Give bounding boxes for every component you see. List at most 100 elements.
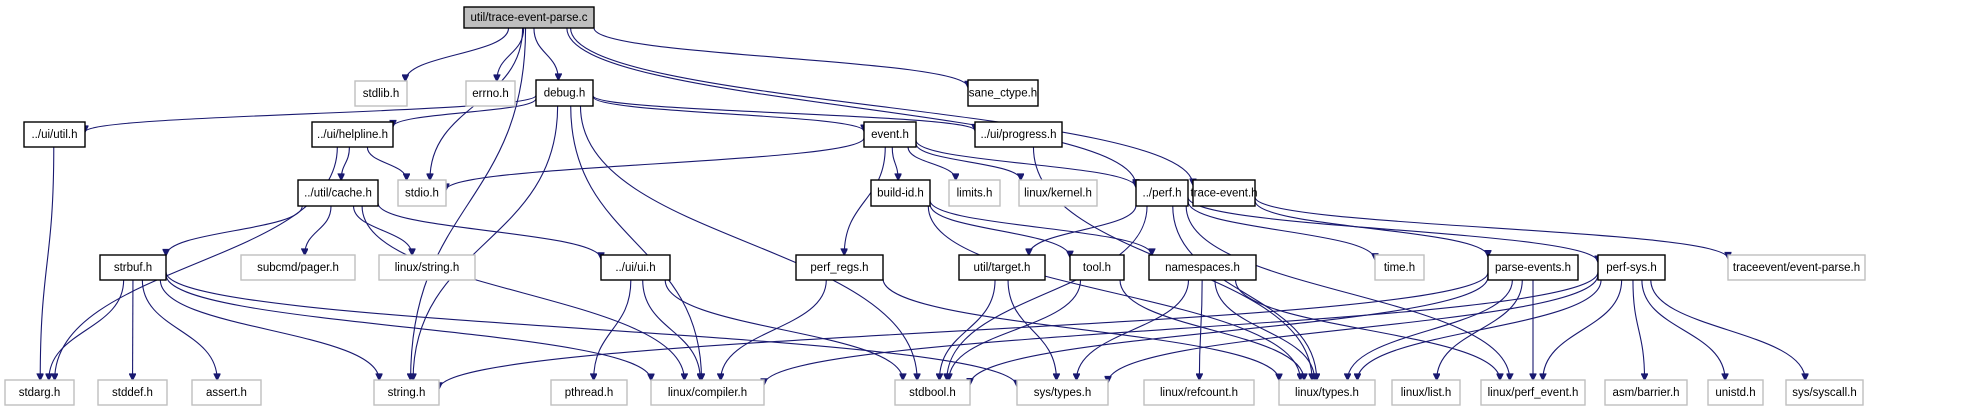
node-label: stdio.h — [405, 188, 439, 200]
node-strbuf[interactable]: strbuf.h — [99, 254, 167, 281]
node-util-target[interactable]: util/target.h — [958, 254, 1046, 281]
node-label: linux/kernel.h — [1024, 188, 1092, 200]
node-trace-event[interactable]: trace-event.h — [1190, 179, 1258, 207]
node-ui-util[interactable]: ../ui/util.h — [23, 121, 86, 148]
edge-event-to-perf — [915, 139, 1136, 187]
edge-event-to-linux-kernel — [915, 143, 1021, 180]
edge-perf-to-time — [1187, 201, 1375, 260]
node-label: linux/refcount.h — [1160, 387, 1238, 399]
edge-perf-to-linux-types — [1172, 205, 1317, 380]
node-tool[interactable]: tool.h — [1069, 254, 1125, 281]
edge-perf-regs-to-linux-types — [882, 278, 1279, 381]
node-label: subcmd/pager.h — [257, 262, 339, 274]
node-label: debug.h — [544, 88, 586, 100]
node-sys-types: sys/types.h — [1016, 379, 1109, 406]
edge-ui-helpline-to-util-cache — [341, 146, 350, 180]
edge-root-to-errno — [497, 27, 525, 81]
node-label: parse-events.h — [1495, 262, 1571, 274]
edge-debug-to-string — [413, 105, 559, 380]
node-box — [1148, 254, 1257, 281]
node-label: namespaces.h — [1165, 262, 1240, 274]
node-box — [1069, 254, 1125, 281]
edge-root-to-trace-event — [570, 27, 1193, 185]
node-stdbool: stdbool.h — [894, 379, 971, 406]
node-build-id[interactable]: build-id.h — [870, 179, 931, 207]
edge-perf-sys-to-linux-perf-event — [1543, 279, 1623, 380]
node-perf-sys[interactable]: perf-sys.h — [1597, 254, 1666, 281]
edge-event-to-perf-regs — [844, 146, 886, 255]
node-root[interactable]: util/trace-event-parse.c — [463, 6, 595, 29]
edge-parse-events-to-stdbool — [970, 276, 1489, 385]
node-label: string.h — [388, 387, 426, 399]
node-box — [650, 379, 765, 406]
node-label: linux/string.h — [395, 262, 460, 274]
node-util-cache[interactable]: ../util/cache.h — [297, 179, 379, 207]
node-box — [1018, 179, 1098, 207]
node-linux-string: linux/string.h — [378, 254, 476, 281]
edge-perf-sys-to-linux-compiler — [764, 271, 1599, 385]
node-debug[interactable]: debug.h — [535, 79, 594, 107]
node-label: tool.h — [1083, 262, 1111, 274]
node-box — [1487, 254, 1579, 281]
edge-perf-sys-to-linux-types — [1357, 279, 1602, 380]
node-label: ../ui/ui.h — [615, 262, 655, 274]
node-box — [1192, 179, 1256, 207]
node-parse-events[interactable]: parse-events.h — [1487, 254, 1579, 281]
node-ui-ui[interactable]: ../ui/ui.h — [600, 254, 671, 281]
node-linux-list: linux/list.h — [1391, 379, 1461, 406]
edge-perf-to-stdbool — [947, 205, 1148, 380]
node-label: time.h — [1384, 262, 1415, 274]
node-box — [795, 254, 884, 281]
node-box — [958, 254, 1046, 281]
node-label: ../ui/helpline.h — [317, 129, 388, 141]
edge-debug-to-stdbool — [579, 105, 917, 380]
edge-parse-events-to-linux-types — [1348, 279, 1513, 380]
node-box — [463, 6, 595, 29]
node-namespaces[interactable]: namespaces.h — [1148, 254, 1257, 281]
node-sane-ctype[interactable]: sane_ctype.h — [967, 79, 1039, 107]
node-box — [1727, 254, 1866, 281]
edge-util-cache-to-linux-string — [352, 205, 413, 255]
edge-util-cache-to-linux-compiler — [361, 205, 684, 380]
node-linux-compiler: linux/compiler.h — [650, 379, 765, 406]
edge-build-id-to-tool — [929, 204, 1070, 257]
node-ui-progress[interactable]: ../ui/progress.h — [974, 121, 1063, 148]
node-unistd: unistd.h — [1707, 379, 1764, 406]
node-label: sane_ctype.h — [969, 88, 1037, 100]
node-ui-helpline[interactable]: ../ui/helpline.h — [311, 121, 394, 148]
edge-root-to-debug — [533, 27, 558, 80]
edge-util-target-to-sys-types — [1007, 279, 1056, 380]
node-label: sys/syscall.h — [1792, 387, 1857, 399]
edge-tool-to-stdbool — [949, 279, 1082, 380]
node-event[interactable]: event.h — [863, 121, 917, 148]
node-label: linux/types.h — [1295, 387, 1359, 399]
edge-strbuf-to-linux-compiler — [165, 274, 651, 381]
edge-perf-to-perf-sys — [1187, 196, 1598, 262]
node-box — [1604, 379, 1688, 406]
edge-ui-ui-to-stdbool — [664, 279, 903, 380]
node-perf[interactable]: ../perf.h — [1135, 179, 1189, 207]
node-box — [550, 379, 628, 406]
edge-strbuf-to-string — [159, 279, 379, 380]
edge-strbuf-to-sys-types — [165, 271, 1017, 386]
node-asm-barrier: asm/barrier.h — [1604, 379, 1688, 406]
node-box — [1278, 379, 1376, 406]
node-label: linux/compiler.h — [668, 387, 747, 399]
node-stdio: stdio.h — [397, 179, 447, 207]
node-linux-perf-event: linux/perf_event.h — [1480, 379, 1586, 406]
node-linux-kernel: linux/kernel.h — [1018, 179, 1098, 207]
node-box — [948, 179, 1001, 207]
node-label: errno.h — [472, 88, 508, 100]
node-label: traceevent/event-parse.h — [1733, 262, 1860, 274]
node-box — [1391, 379, 1461, 406]
edge-debug-to-event — [592, 96, 864, 132]
node-box — [1016, 379, 1109, 406]
node-box — [1785, 379, 1864, 406]
edge-root-to-perf — [566, 27, 1136, 186]
edge-debug-to-ui-progress — [592, 95, 975, 131]
node-box — [465, 80, 516, 107]
edge-event-to-build-id — [891, 146, 898, 180]
node-perf-regs[interactable]: perf_regs.h — [795, 254, 884, 281]
node-string: string.h — [373, 379, 440, 406]
